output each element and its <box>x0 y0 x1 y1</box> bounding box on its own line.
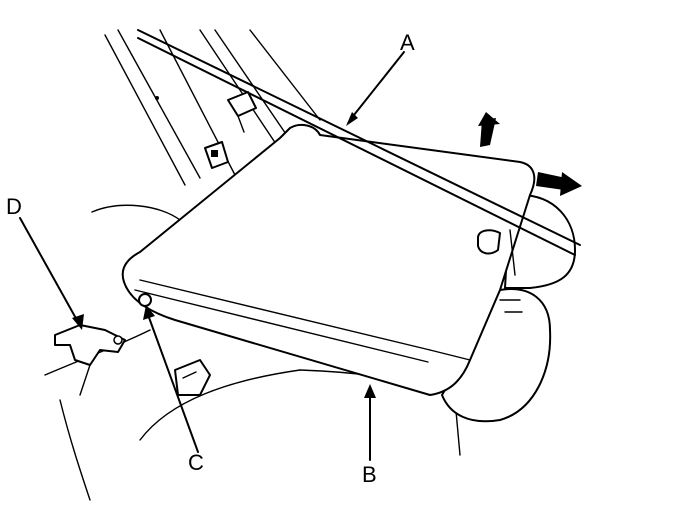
callout-c: C <box>188 450 204 475</box>
removal-direction-arrows <box>478 112 582 196</box>
seat-cushion <box>121 123 536 396</box>
arrow-right-shaft <box>536 172 566 190</box>
seat-hook-slot <box>477 229 501 255</box>
leader-a <box>349 51 405 121</box>
strap-a <box>137 29 581 256</box>
lower-bracket <box>174 359 211 396</box>
arrow-right-head <box>560 172 582 196</box>
seat-back <box>441 194 576 423</box>
callout-a: A <box>400 30 415 55</box>
bolt-c <box>138 293 152 307</box>
belt-anchor-upper <box>227 91 257 133</box>
leader-d <box>19 217 79 323</box>
arrow-up-head <box>478 112 500 126</box>
latch-d <box>54 324 126 396</box>
body-bolt-hole <box>155 96 159 100</box>
callout-b: B <box>362 462 377 487</box>
floor-clip <box>204 141 229 169</box>
leader-lines <box>19 51 405 461</box>
leader-c <box>146 311 199 453</box>
callout-d: D <box>6 194 22 219</box>
